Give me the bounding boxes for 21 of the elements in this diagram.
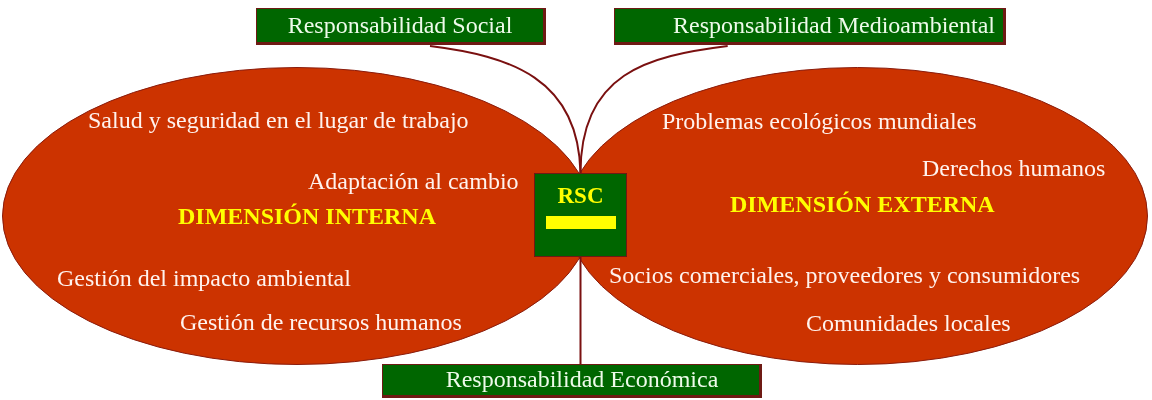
- item-text: Derechos humanos: [922, 154, 1106, 182]
- connector-line: [579, 256, 582, 365]
- item-text: Problemas ecológicos mundiales: [662, 107, 977, 135]
- rsc-panel: [534, 173, 627, 257]
- item-text: Gestión de recursos humanos: [180, 308, 462, 336]
- banner-label: Responsabilidad Económica: [445, 367, 719, 393]
- item-text: Adaptación al cambio: [308, 167, 519, 195]
- item-text: Gestión del impacto ambiental: [57, 264, 351, 292]
- item-text: Comunidades locales: [806, 309, 1011, 337]
- responsibility-banner: [382, 364, 762, 398]
- item-text: Salud y seguridad en el lugar de trabajo: [88, 106, 469, 134]
- responsibility-banner: [614, 8, 1006, 45]
- connector-line: [429, 45, 582, 174]
- banner-label: Responsabilidad Medioambiental: [673, 12, 995, 39]
- panel-title: RSC: [557, 184, 604, 207]
- dimension-heading: DIMENSIÓN INTERNA: [178, 202, 437, 230]
- item-text: Socios comerciales, proveedores y consumidores: [609, 261, 1081, 289]
- connector-line: [579, 45, 729, 174]
- responsibility-banner: [256, 8, 546, 45]
- dimension-heading: DIMENSIÓN EXTERNA: [730, 190, 995, 218]
- banner-label: Responsabilidad Social: [287, 12, 513, 39]
